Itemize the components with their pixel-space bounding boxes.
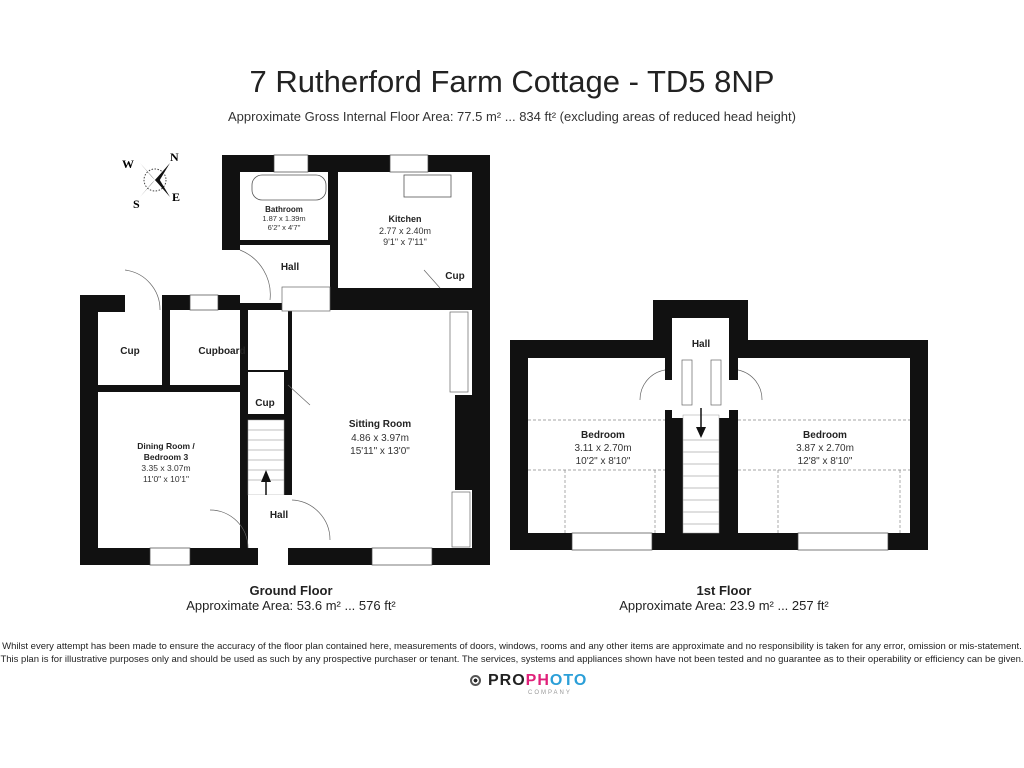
room-bedroom-left [528,358,665,533]
first-floor-plan: Hall Bedroom 3.11 x 2.70m 10'2" x 8'10" … [510,300,928,551]
compass-n: N [170,150,179,164]
logo-wordmark: PROPHOTO [488,672,587,690]
first-floor-area: Approximate Area: 23.9 m² ... 257 ft² [619,598,829,613]
room-sitting [292,310,472,548]
sitting-label: Sitting Room [349,419,411,430]
ground-floor-area: Approximate Area: 53.6 m² ... 576 ft² [186,598,396,613]
plan-title: 7 Rutherford Farm Cottage - TD5 8NP [249,64,775,99]
logo-sub: COMPANY [528,690,572,696]
dining-metric: 3.35 x 3.07m [141,463,190,473]
hall-lower-label: Hall [270,510,289,521]
prophoto-logo: PROPHOTO COMPANY [470,672,586,700]
bedroom-left-metric: 3.11 x 2.70m [574,443,631,454]
bedroom-left-label: Bedroom [581,430,625,441]
cup-left-label: Cup [120,346,139,357]
dining-label-2: Bedroom 3 [144,452,189,462]
bedroom-right-imperial: 12'8" x 8'10" [798,456,853,467]
bedroom-right-metric: 3.87 x 2.70m [796,443,854,454]
disclaimer-line-2: This plan is for illustrative purposes o… [0,654,1024,665]
room-hall-lower [248,495,292,548]
hall-upper-label: Hall [281,262,300,273]
cupboard-label: Cupboard [198,346,245,357]
kitchen-metric: 2.77 x 2.40m [379,226,431,236]
logo-ph: PH [525,672,550,689]
ground-floor-caption: Ground Floor Approximate Area: 53.6 m² .… [141,583,441,613]
room-cup-left [98,312,162,385]
kitchen-imperial: 9'1" x 7'11" [383,237,427,247]
room-hall-upper [240,245,330,288]
kitchen-cup-label: Cup [445,271,464,282]
room-bedroom-right [738,358,910,533]
compass-s: S [133,197,140,211]
bedroom-left-imperial: 10'2" x 8'10" [576,456,631,467]
room-dining [98,392,240,548]
ground-floor-name: Ground Floor [249,583,333,598]
ff-hall-label: Hall [692,339,711,350]
bedroom-right-label: Bedroom [803,430,847,441]
logo-oto: OTO [549,672,588,689]
logo-pro: PRO [488,672,526,689]
compass-e: E [172,190,180,204]
bathroom-metric: 1.87 x 1.39m [262,214,305,223]
disclaimer: Whilst every attempt has been made to en… [0,640,1024,666]
plan-subtitle: Approximate Gross Internal Floor Area: 7… [228,109,796,124]
cup-small-label: Cup [255,398,274,409]
ground-floor-plan: Bathroom 1.87 x 1.39m 6'2" x 4'7" Kitche… [80,154,490,567]
sitting-imperial: 15'11" x 13'0" [350,446,410,457]
compass-w: W [122,157,134,171]
dining-imperial: 11'0" x 10'1" [143,474,189,484]
compass-icon: N W S E [122,150,180,211]
first-floor-name: 1st Floor [696,583,752,598]
sitting-metric: 4.86 x 3.97m [351,433,409,444]
disclaimer-line-1: Whilst every attempt has been made to en… [2,641,1022,652]
dining-label: Dining Room / [137,441,195,451]
first-floor-caption: 1st Floor Approximate Area: 23.9 m² ... … [574,583,874,613]
room-cupboard [170,310,240,385]
room-cup-small [248,372,284,414]
bathroom-label: Bathroom [265,205,303,214]
room-ff-hall [672,318,729,418]
camera-lens-icon [470,675,481,686]
bathroom-imperial: 6'2" x 4'7" [268,223,301,232]
kitchen-label: Kitchen [388,214,421,224]
